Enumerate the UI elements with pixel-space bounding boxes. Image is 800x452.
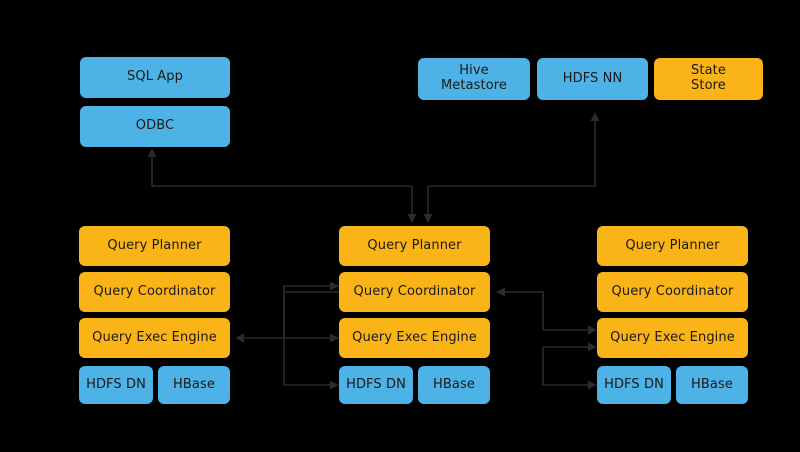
node-left-query-exec-engine[interactable]: Query Exec Engine xyxy=(79,318,230,358)
arrowhead-right-exec-b xyxy=(588,342,597,352)
arrowhead-left-exec xyxy=(235,333,244,343)
node-right-query-exec-engine[interactable]: Query Exec Engine xyxy=(597,318,748,358)
arrowhead-middle-planner-a xyxy=(407,214,417,223)
node-middle-hdfs-dn-label: HDFS DN xyxy=(346,376,406,392)
node-sql-app[interactable]: SQL App xyxy=(80,57,230,98)
node-left-query-planner[interactable]: Query Planner xyxy=(79,226,230,266)
node-hdfs-nn[interactable]: HDFS NN xyxy=(537,58,648,100)
node-left-hdfs-dn[interactable]: HDFS DN xyxy=(79,366,153,404)
node-left-query-coordinator-label: Query Coordinator xyxy=(93,283,216,299)
node-middle-query-coordinator[interactable]: Query Coordinator xyxy=(339,272,490,312)
node-state-store[interactable]: State Store xyxy=(654,58,763,100)
node-middle-hdfs-dn[interactable]: HDFS DN xyxy=(339,366,413,404)
node-hive-metastore[interactable]: Hive Metastore xyxy=(418,58,530,100)
node-sql-app-label: SQL App xyxy=(127,69,183,85)
node-right-query-exec-engine-label: Query Exec Engine xyxy=(610,329,735,345)
node-right-query-planner[interactable]: Query Planner xyxy=(597,226,748,266)
wire-middle-coord-to-left-exec xyxy=(241,291,339,339)
node-middle-query-coordinator-label: Query Coordinator xyxy=(353,283,476,299)
node-middle-hbase-label: HBase xyxy=(433,376,475,392)
node-left-hbase-label: HBase xyxy=(173,376,215,392)
arrowhead-middle-hdfs-dn xyxy=(330,380,339,390)
wire-middle-to-right-hdfs xyxy=(542,347,591,386)
node-left-query-planner-label: Query Planner xyxy=(107,237,202,253)
node-middle-query-exec-engine[interactable]: Query Exec Engine xyxy=(339,318,490,358)
wire-left-to-middle-hdfs xyxy=(283,338,333,386)
node-state-store-label: State Store xyxy=(691,63,726,93)
node-right-hdfs-dn-label: HDFS DN xyxy=(604,376,664,392)
node-left-hbase[interactable]: HBase xyxy=(158,366,230,404)
node-right-query-coordinator[interactable]: Query Coordinator xyxy=(597,272,748,312)
node-right-query-coordinator-label: Query Coordinator xyxy=(611,283,734,299)
arrowhead-middle-planner-b xyxy=(423,214,433,223)
node-middle-hbase[interactable]: HBase xyxy=(418,366,490,404)
node-right-hbase-label: HBase xyxy=(691,376,733,392)
wire-right-to-middle-coord xyxy=(502,291,544,330)
node-right-hdfs-dn[interactable]: HDFS DN xyxy=(597,366,671,404)
node-hive-metastore-label: Hive Metastore xyxy=(440,63,508,93)
wire-left-branch-upper xyxy=(283,285,333,338)
arrowhead-right-exec-a xyxy=(588,325,597,335)
arrowhead-hdfs-nn xyxy=(590,112,600,121)
arrowhead-middle-coordinator-right xyxy=(496,287,505,297)
node-middle-query-planner-label: Query Planner xyxy=(367,237,462,253)
arrowhead-odbc xyxy=(147,148,157,157)
node-left-query-coordinator[interactable]: Query Coordinator xyxy=(79,272,230,312)
node-hdfs-nn-label: HDFS NN xyxy=(562,70,623,86)
wire-bus-to-hdfs-nn xyxy=(428,118,596,187)
node-right-hbase[interactable]: HBase xyxy=(676,366,748,404)
node-right-query-planner-label: Query Planner xyxy=(625,237,720,253)
node-odbc-label: ODBC xyxy=(135,118,175,134)
node-left-query-exec-engine-label: Query Exec Engine xyxy=(92,329,217,345)
arrowhead-middle-exec xyxy=(330,333,339,343)
wire-odbc-to-bus xyxy=(151,152,412,187)
node-left-hdfs-dn-label: HDFS DN xyxy=(86,376,146,392)
node-middle-query-exec-engine-label: Query Exec Engine xyxy=(352,329,477,345)
arrowhead-right-hdfs-dn xyxy=(588,380,597,390)
node-middle-query-planner[interactable]: Query Planner xyxy=(339,226,490,266)
node-odbc[interactable]: ODBC xyxy=(80,106,230,147)
arrowhead-middle-coordinator-left xyxy=(330,281,339,291)
